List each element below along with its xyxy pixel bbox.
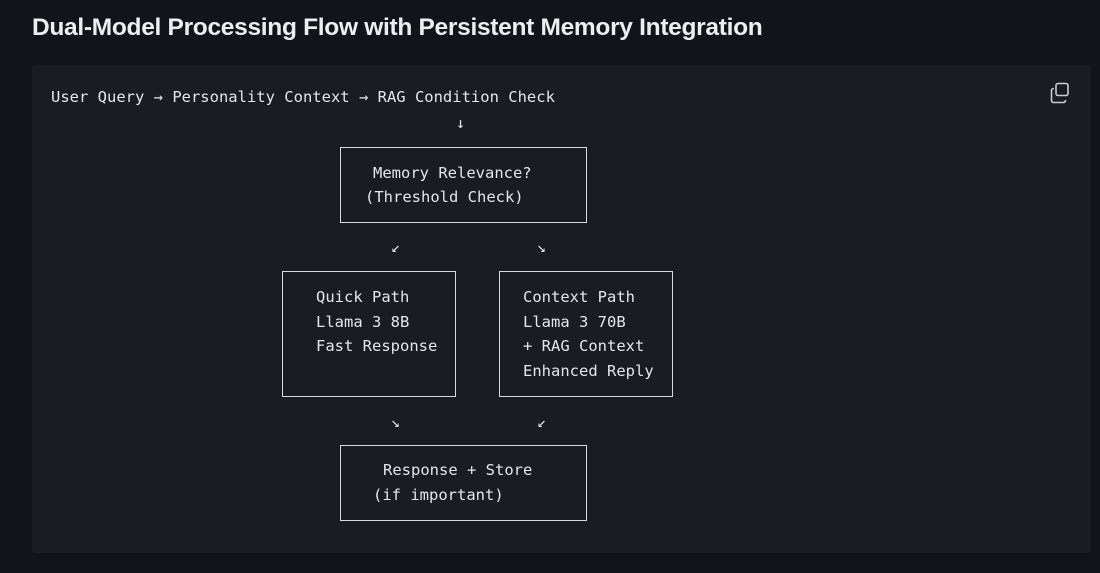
context-path-rag: + RAG Context [523,337,645,355]
threshold-check-label: (Threshold Check) [365,188,524,206]
context-path-desc: Enhanced Reply [523,362,654,380]
quick-path-box [282,271,456,397]
response-store-box [340,445,587,521]
split-arrow-left: ↙ [391,238,401,256]
memory-relevance-label: Memory Relevance? [373,164,532,182]
split-arrow-right: ↘ [537,238,547,256]
context-path-box [499,271,673,397]
memory-relevance-box [340,147,587,223]
quick-path-model: Llama 3 8B [316,313,410,331]
if-important-label: (if important) [373,486,504,504]
quick-path-title: Quick Path [316,288,410,306]
response-store-label: Response + Store [383,461,533,479]
copy-icon[interactable] [1049,81,1073,105]
down-arrow: ↓ [456,114,466,132]
context-path-model: Llama 3 70B [523,313,626,331]
flow-line: User Query → Personality Context → RAG C… [51,88,555,106]
context-path-title: Context Path [523,288,635,306]
merge-arrow-right: ↙ [537,413,547,431]
page-title: Dual-Model Processing Flow with Persiste… [32,14,763,41]
code-block: User Query → Personality Context → RAG C… [32,65,1091,553]
merge-arrow-left: ↘ [391,413,401,431]
quick-path-desc: Fast Response [316,337,438,355]
